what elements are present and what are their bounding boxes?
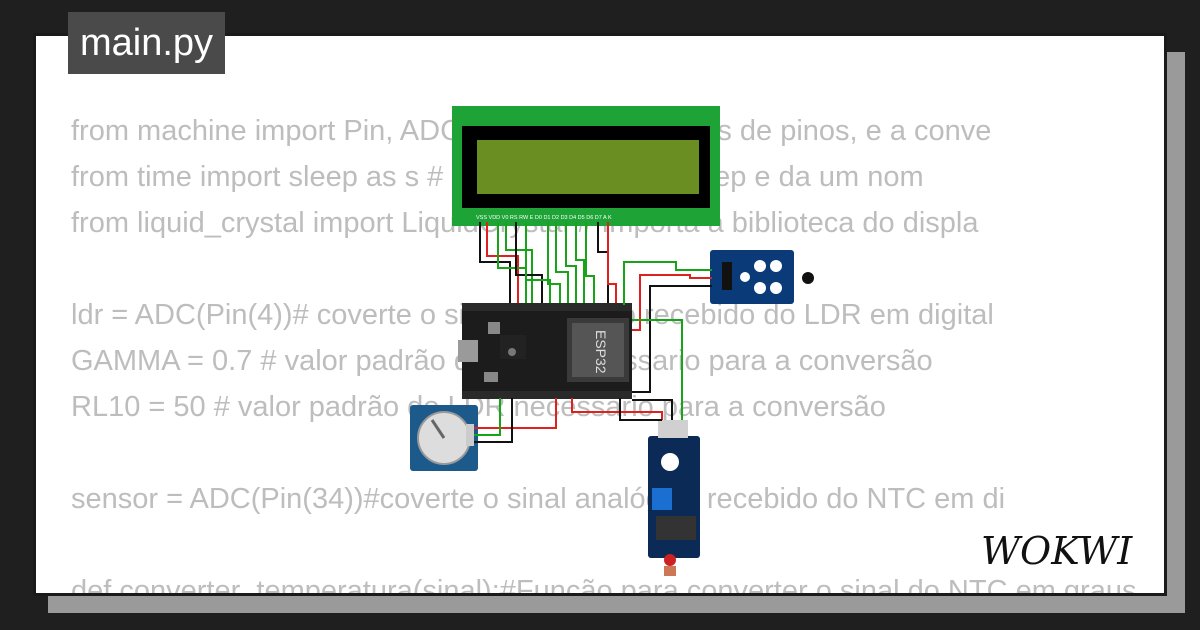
code-line: sensor = ADC(Pin(34))#coverte o sinal an…	[71, 483, 1006, 515]
lcd-pin-labels: VSS VDD V0 RS RW E D0 D1 D2 D3 D4 D5 D6 …	[476, 215, 612, 221]
esp32-label: ESP32	[593, 330, 609, 374]
code-line: ldr = ADC(Pin(4))# coverte o sinal analó…	[71, 299, 994, 331]
code-line: def converter_temperatura(sinal):#Função…	[71, 575, 1135, 596]
sensor-top-wires	[623, 261, 712, 393]
wokwi-logo-text: WOKWI	[981, 529, 1133, 573]
ldr-module[interactable]	[648, 420, 700, 576]
lcd-wires	[479, 222, 617, 305]
esp32-board[interactable]: ESP32	[458, 303, 632, 399]
filename-tab[interactable]: main.py	[68, 12, 226, 74]
potentiometer-wires	[474, 398, 557, 443]
sensor-module-top[interactable]	[710, 250, 814, 304]
ldr-wires	[571, 319, 683, 421]
lcd-display[interactable]: VSS VDD V0 RS RW E D0 D1 D2 D3 D4 D5 D6 …	[452, 106, 720, 226]
potentiometer[interactable]	[410, 405, 478, 471]
wokwi-logo: WOKWI	[981, 529, 1133, 573]
